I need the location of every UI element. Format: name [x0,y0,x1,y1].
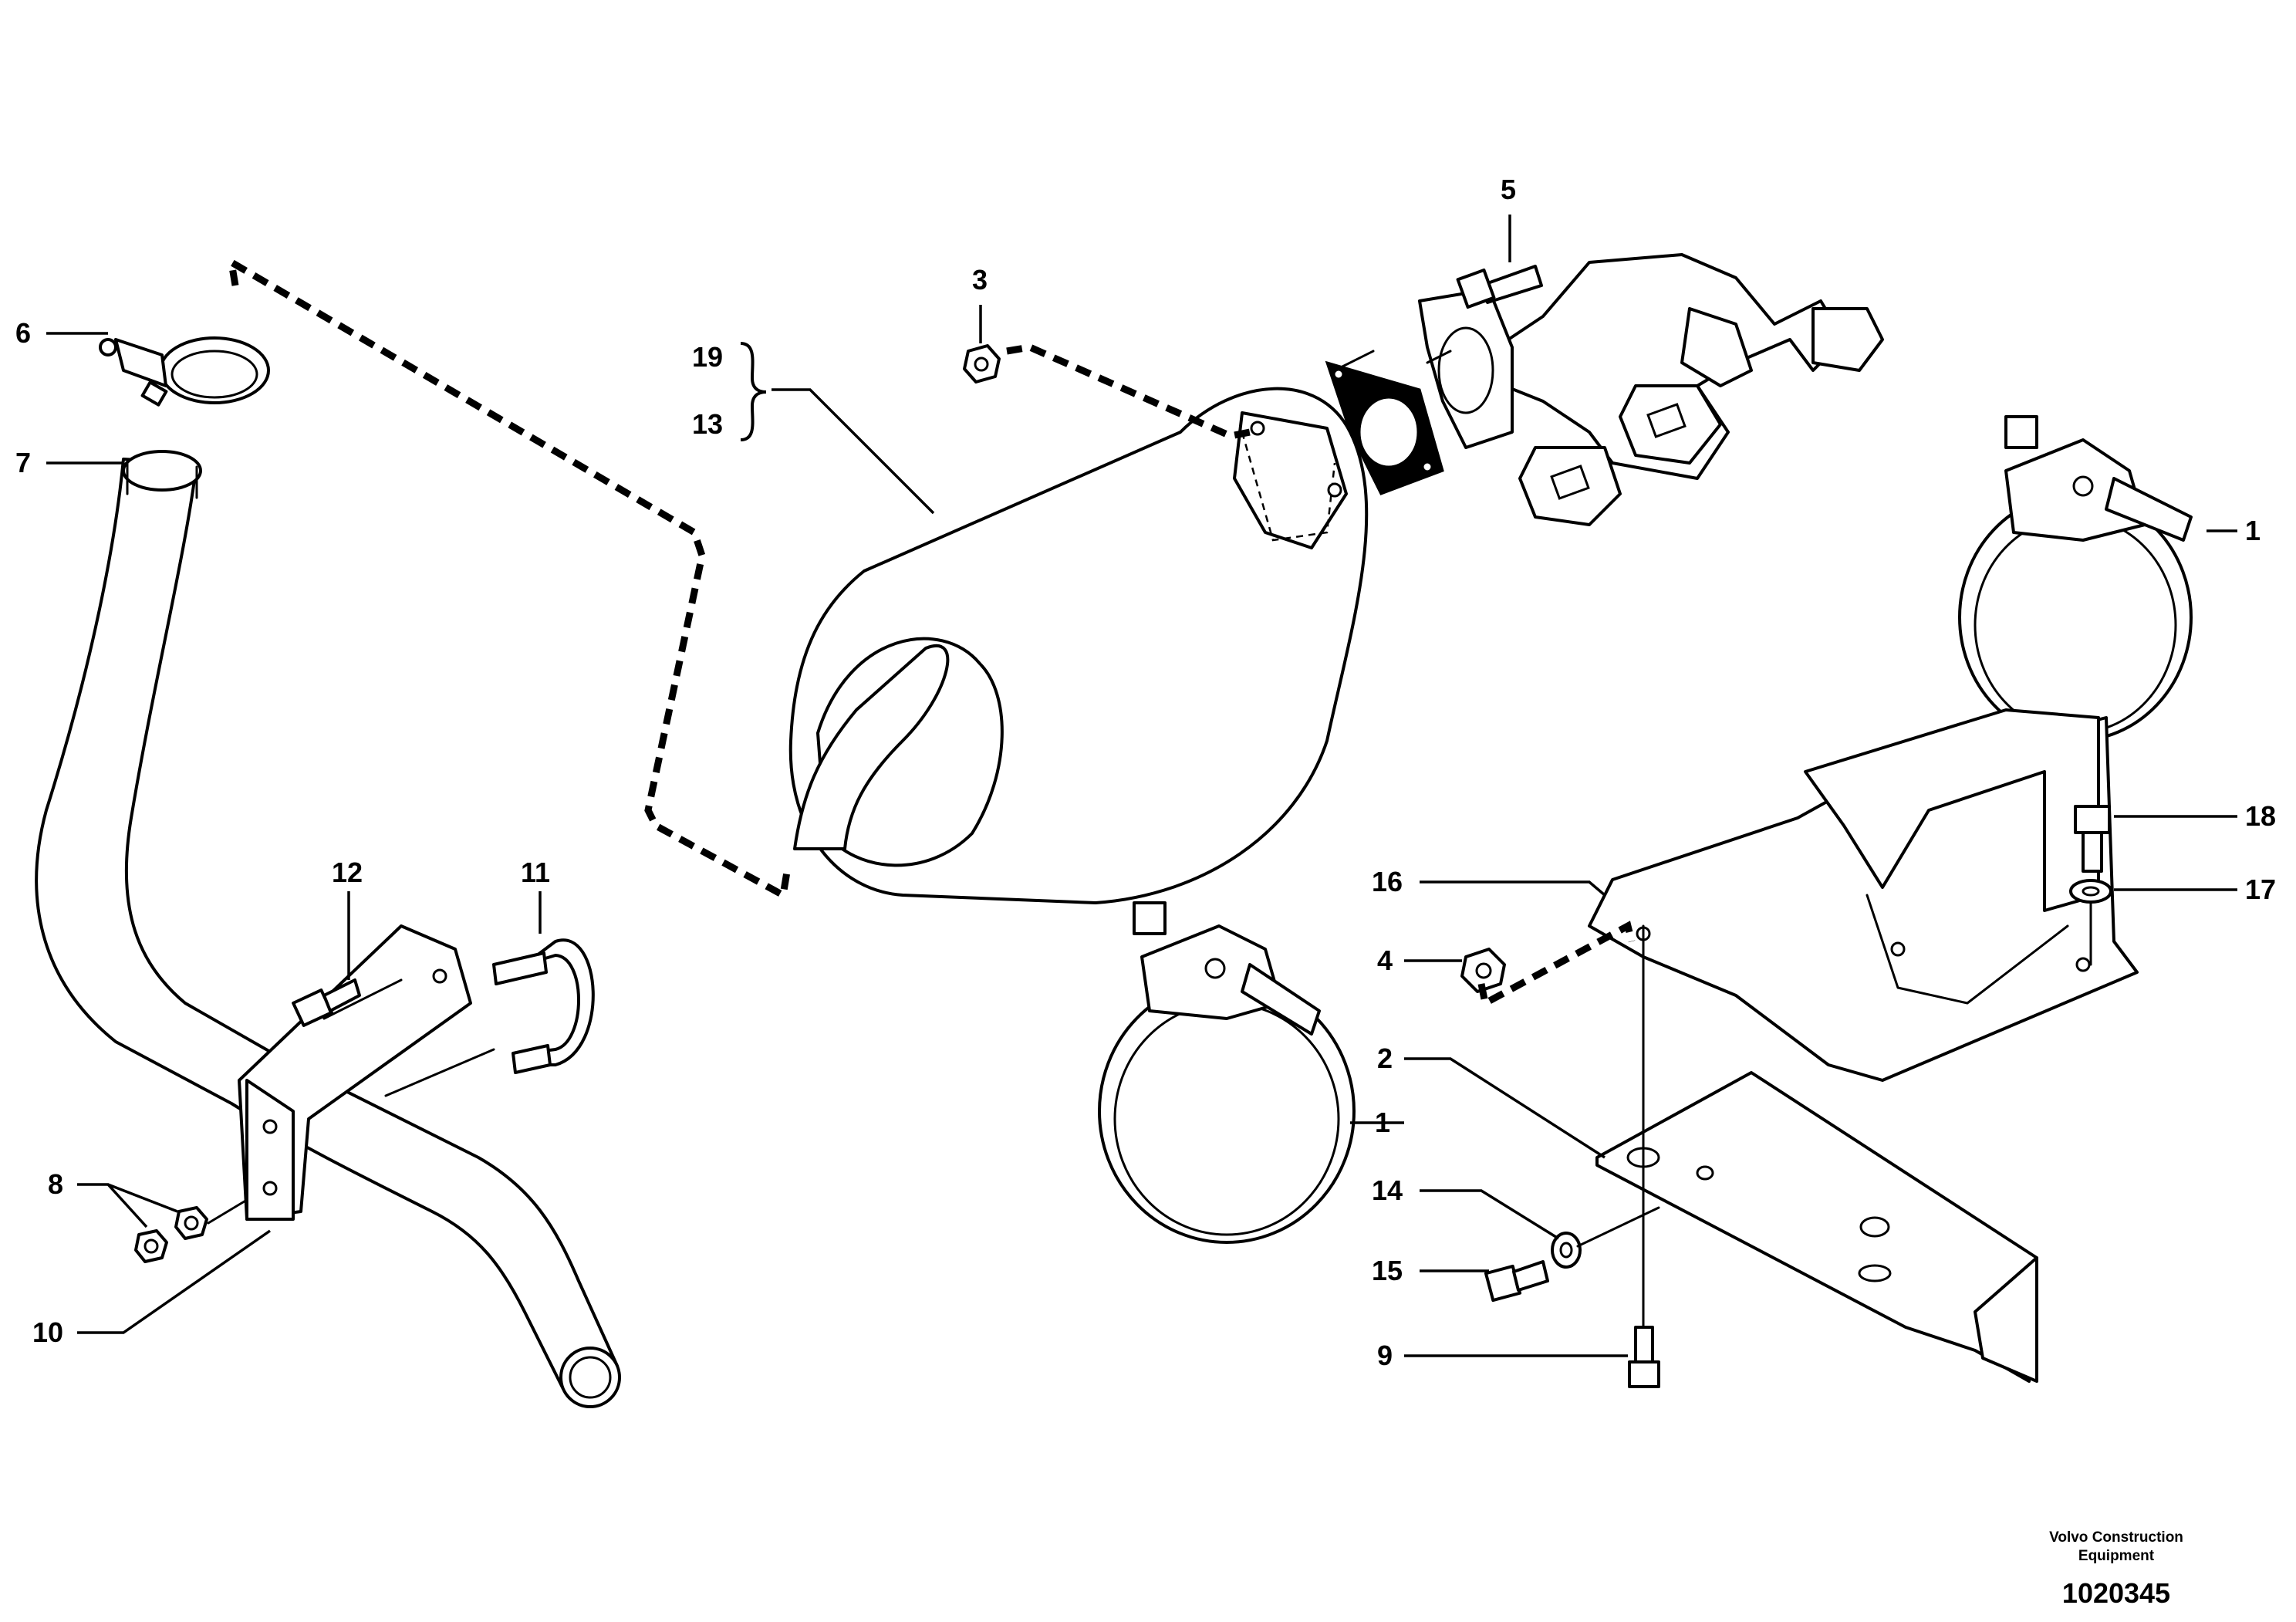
brace [740,342,767,441]
callout-12: 12 [332,857,363,888]
pipe-bracket [238,924,472,1221]
drawing-number: 1020345 [2062,1577,2170,1609]
drawing-footer: Volvo Construction Equipment 1020345 [2049,1529,2183,1609]
callout-11: 11 [521,857,550,888]
leader-lines [46,215,2237,1357]
plate-washer [1551,1232,1582,1269]
pipe-clamp [99,336,270,407]
callout-15: 15 [1372,1255,1403,1286]
company-name-line2: Equipment [2078,1548,2155,1564]
callout-2: 2 [1377,1042,1393,1074]
callout-5: 5 [1501,174,1516,205]
callout-1-lower: 1 [1375,1107,1390,1138]
callout-labels: 1 1 2 3 4 5 6 7 8 9 10 11 12 13 14 15 16… [15,174,2276,1371]
callout-7: 7 [15,447,31,478]
bracket-bolt [2074,805,2111,873]
u-bolt [492,938,595,1074]
support-bolt [1628,1326,1660,1388]
callout-13: 13 [692,408,723,440]
gasket [1325,360,1444,495]
mounting-bracket [1588,708,2139,1082]
exhaust-pipe [35,450,621,1408]
washer [2069,879,2112,904]
callout-19: 19 [692,341,723,373]
muffler-nut [963,344,1001,384]
callout-8: 8 [48,1168,63,1200]
assembly-lines [207,350,2092,1329]
callout-17: 17 [2245,874,2276,905]
callout-3: 3 [972,264,988,296]
muffler [788,387,1369,904]
bolt [292,978,361,1027]
company-name-line1: Volvo Construction [2049,1529,2183,1546]
callout-6: 6 [15,317,31,349]
callout-1-upper: 1 [2245,515,2261,546]
muffler-clamp-upper [1958,415,2193,742]
manifold-bolt [1456,265,1543,309]
dashed-connectors [226,255,1636,1009]
callout-4: 4 [1377,944,1393,976]
bracket-nut [1460,948,1506,993]
callout-18: 18 [2245,800,2276,832]
exhaust-manifold [1418,253,1884,526]
plate-bolt [1484,1260,1549,1303]
callout-16: 16 [1372,866,1403,897]
callout-9: 9 [1377,1340,1393,1371]
nuts [134,1206,208,1263]
support-plate [1595,1071,2038,1383]
muffler-clamp-lower [1098,901,1356,1244]
callout-14: 14 [1372,1174,1403,1206]
callout-10: 10 [32,1316,63,1348]
